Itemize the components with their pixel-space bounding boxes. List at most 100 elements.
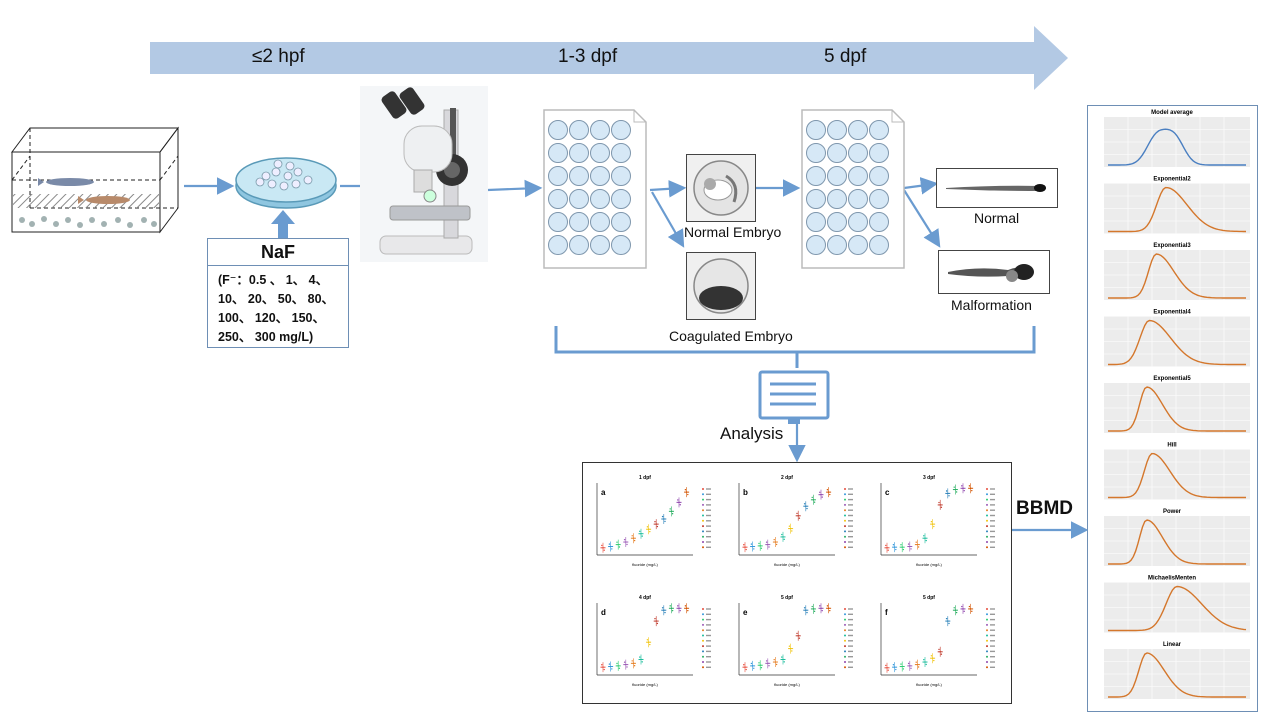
legend-swatch [986,650,988,653]
data-point [955,491,958,493]
data-point [687,493,689,496]
legend-text [706,656,711,658]
legend-swatch [986,613,988,616]
data-point [893,546,896,548]
data-point [670,510,673,513]
data-point [773,538,775,541]
data-point [617,665,619,667]
legend-text [706,650,711,653]
panel-letter: c [885,488,890,497]
legend-swatch [986,661,988,663]
legend-text [990,634,995,637]
data-point [745,548,747,551]
data-point [925,539,927,542]
well [590,143,610,163]
well [827,189,847,209]
data-point [895,668,897,671]
data-point [783,661,785,663]
legend-text [848,525,853,527]
data-point [962,608,964,610]
legend [986,608,995,669]
well [548,166,568,186]
legend-swatch [844,541,846,543]
data-point [758,662,760,664]
data-point [788,645,791,647]
density-curve [1108,452,1246,499]
model-name: Exponential4 [1153,310,1191,316]
data-point [811,496,813,499]
well [848,166,868,186]
normal-larva-image [936,168,1058,208]
data-point [930,655,933,657]
legend-swatch [986,655,988,658]
data-point [887,669,889,671]
legend-swatch [702,661,704,663]
data-point [601,664,603,666]
legend-text [848,530,853,533]
data-point [969,487,972,489]
normal-larva-label: Normal [974,210,1020,226]
legend-swatch [986,498,988,501]
data-point [669,605,671,607]
legend-text [848,666,853,668]
data-point [608,663,611,665]
data-point [626,543,628,546]
data-point [609,545,612,548]
legend-swatch [986,639,988,642]
x-axis-label: fluoride (mg/L) [632,562,658,567]
legend-text [848,514,853,517]
well [611,212,631,232]
legend-text [990,498,995,501]
data-point [953,486,955,488]
data-point [895,548,897,551]
legend-swatch [702,546,704,549]
data-point [829,609,831,612]
x-axis-label: fluoride (mg/L) [632,682,658,687]
data-point [656,622,659,625]
x-axis-label: fluoride (mg/L) [774,682,800,687]
legend-swatch [702,645,704,648]
well [869,143,889,163]
legend-text [706,618,711,621]
density-plot: Model average [1104,110,1250,167]
legend-text [848,618,853,621]
data-point [945,490,948,492]
panel-letter: a [601,488,606,497]
data-point [767,662,769,665]
data-point [954,609,957,611]
well [548,120,568,140]
data-point [819,491,821,493]
data-point [821,609,823,612]
legend-swatch [844,618,846,621]
data-point [940,653,943,655]
data-point [933,525,935,528]
data-point [907,543,910,545]
data-point [661,515,664,518]
data-point [805,609,807,611]
density-curve [1108,186,1246,233]
legend-swatch [702,493,704,496]
legend-text [706,509,711,511]
data-point [812,499,815,501]
well [869,120,889,140]
legend-text [706,624,711,626]
well [590,120,610,140]
data-point [781,533,783,536]
legend-swatch [702,639,704,642]
data-point [768,665,770,667]
chart-title: 2 dpf [781,475,793,481]
data-point [646,639,649,641]
data-point [885,544,887,547]
data-point [791,650,793,652]
data-point [751,545,754,548]
data-point [819,605,821,607]
data-point [887,549,889,551]
legend-swatch [702,535,704,538]
legend-swatch [986,623,988,626]
data-point [782,536,784,538]
legend-text [706,536,711,538]
legend-text [990,618,995,621]
